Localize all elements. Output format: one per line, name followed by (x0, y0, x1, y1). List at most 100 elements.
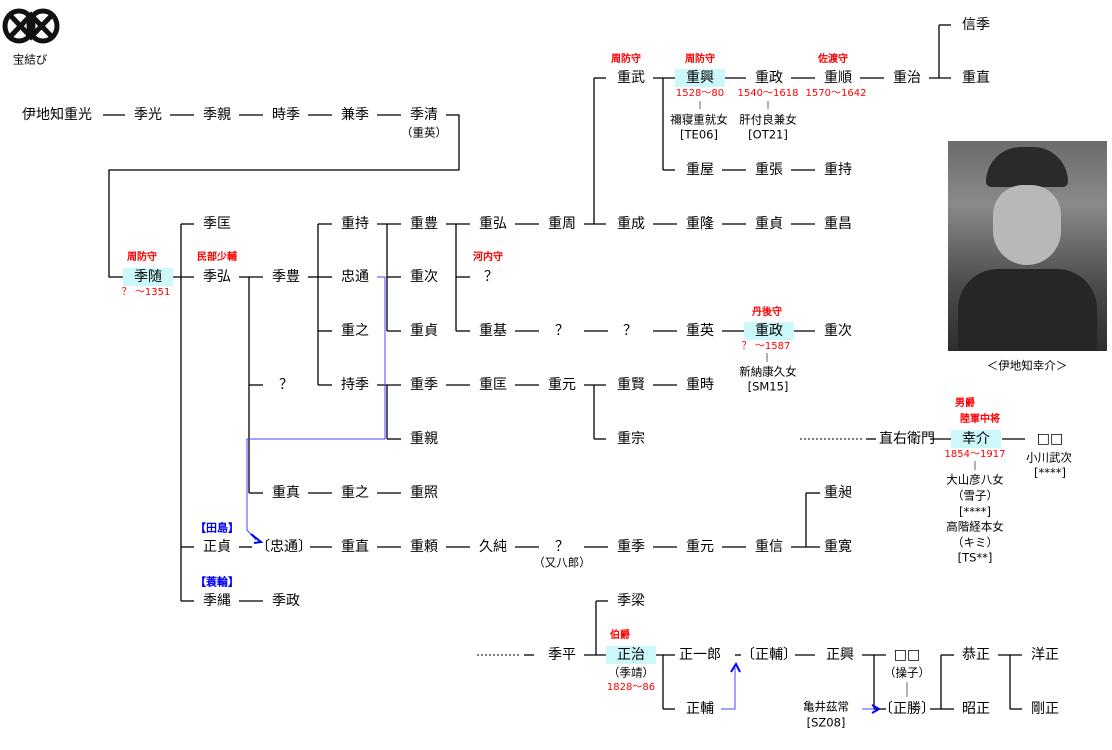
branch-label: 【田島】 (195, 521, 239, 535)
person-node: 正貞 (203, 539, 231, 555)
person-node: ？ (555, 539, 569, 555)
takaramusubi-crest-icon (2, 8, 60, 44)
person-node: 季豊 (272, 269, 300, 285)
person-node: 重成 (617, 216, 645, 232)
person-node: 季親 (203, 107, 231, 123)
annotation: 大山彦八女 (946, 472, 1004, 487)
portrait-caption: ＜伊地知幸介＞ (986, 358, 1068, 373)
person-node: 正一郎 (679, 647, 721, 663)
person-node: 重政 (755, 70, 783, 86)
tree-line (730, 661, 741, 673)
person-node: 重張 (755, 162, 783, 178)
annotation: （又八郎） (533, 555, 591, 570)
branch-label: 【蓑輪】 (195, 575, 239, 589)
annotation: （雪子） (952, 488, 998, 503)
annotation: 高階経本女 (946, 519, 1004, 534)
rank-title: 周防守 (127, 252, 157, 263)
person-node: 重治 (893, 70, 921, 86)
person-node: 重匡 (479, 377, 507, 393)
rank-title: 男爵 (955, 398, 975, 409)
person-node: 重武 (617, 70, 645, 86)
annotation: [****] (1034, 465, 1066, 480)
person-node: 重興 (675, 69, 725, 87)
person-node: 季匡 (203, 216, 231, 232)
person-node: 〔忠通〕 (256, 539, 312, 555)
person-node: 重之 (341, 485, 369, 501)
annotation: 禰寝重就女 (670, 112, 728, 127)
person-node: 昭正 (962, 701, 990, 717)
person-node: 季縄 (203, 593, 231, 609)
tree-line (250, 533, 264, 544)
annotation: [TS**] (957, 550, 993, 565)
person-node: 幸介 (951, 430, 1001, 448)
person-node: 重真 (272, 485, 300, 501)
person-node: 〔正勝〕 (879, 701, 935, 717)
person-node: 重持 (824, 162, 852, 178)
person-node: 剛正 (1031, 701, 1059, 717)
annotation: 亀井茲常 (803, 699, 849, 714)
person-node: ？ (555, 323, 569, 339)
person-node: 重豊 (410, 216, 438, 232)
person-node: 重宗 (617, 431, 645, 447)
person-node: 重隆 (686, 216, 714, 232)
crest-logo (2, 5, 60, 51)
portrait-photo (948, 141, 1107, 351)
tree-line (108, 114, 460, 278)
tree-line (721, 668, 736, 710)
person-node: 直右衛門 (879, 431, 935, 447)
rank-title: 陸軍中将 (960, 414, 1000, 425)
person-node: 重英 (686, 323, 714, 339)
person-node: 重昶 (824, 485, 852, 501)
crest-label: 宝結び (12, 52, 48, 67)
annotation: （季靖） (608, 665, 654, 680)
person-node: 季清 (410, 107, 438, 123)
annotation: [SZ08] (806, 715, 846, 730)
person-node: 正輔 (686, 701, 714, 717)
person-node: 重弘 (479, 216, 507, 232)
person-node: 重賢 (617, 377, 645, 393)
person-node: 季梁 (617, 593, 645, 609)
person-node: 忠通 (341, 269, 369, 285)
person-node: 重元 (686, 539, 714, 555)
rank-title: 河内守 (473, 252, 503, 263)
person-node: 重親 (410, 431, 438, 447)
person-node: 信季 (962, 17, 990, 33)
annotation: [TE06] (680, 127, 718, 142)
annotation: 新納康久女 (739, 364, 797, 379)
person-node: 重照 (410, 485, 438, 501)
person-node: 重頼 (410, 539, 438, 555)
person-node: 重基 (479, 323, 507, 339)
person-node: 重屋 (686, 162, 714, 178)
annotation: [OT21] (748, 127, 788, 142)
person-node: 重持 (341, 216, 369, 232)
person-node: 正治 (606, 646, 656, 664)
person-node: □□ (1036, 431, 1064, 447)
tree-line (871, 704, 882, 714)
person-node: 重元 (548, 377, 576, 393)
person-node: 重順 (824, 70, 852, 86)
annotation: （操子） (884, 665, 930, 680)
person-node: 重季 (617, 539, 645, 555)
person-node: 重次 (824, 323, 852, 339)
person-node: 重直 (962, 70, 990, 86)
person-node: 季政 (272, 593, 300, 609)
person-node: 重昌 (824, 216, 852, 232)
person-node: ？ (484, 269, 498, 285)
annotation: （重英） (401, 125, 447, 140)
person-node: 久純 (479, 539, 507, 555)
annotation: 肝付良兼女 (739, 112, 797, 127)
tree-line (246, 276, 386, 541)
person-node: 季弘 (203, 269, 231, 285)
annotation: [****] (959, 504, 991, 519)
person-node: 伊地知重光 (22, 107, 92, 123)
person-node: 重貞 (410, 323, 438, 339)
life-years: ？ ～1587 (741, 341, 791, 352)
person-node: 重周 (548, 216, 576, 232)
annotation: 小川武次 (1026, 450, 1072, 465)
life-years: 1854～1917 (944, 449, 1006, 460)
rank-title: 丹後守 (752, 307, 782, 318)
person-node: 重貞 (755, 216, 783, 232)
life-years: 1828～86 (606, 682, 656, 693)
person-node: 重季 (410, 377, 438, 393)
